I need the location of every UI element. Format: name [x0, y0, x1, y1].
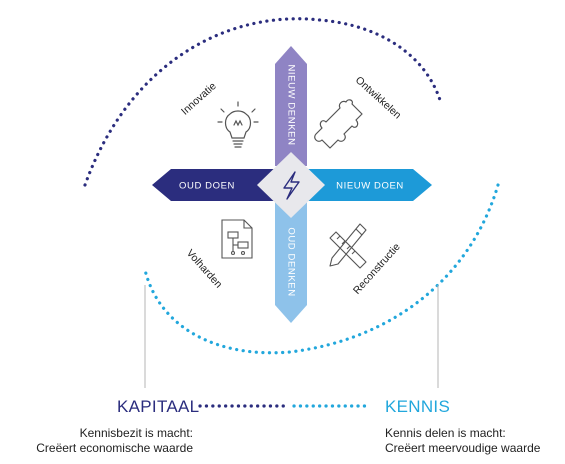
- label-reconstructie: Reconstructie: [351, 241, 403, 297]
- lightbulb-icon: [217, 101, 259, 148]
- center-diamond: [257, 152, 325, 218]
- arrow-nieuw-denken: [275, 46, 307, 166]
- label-nieuw-doen: NIEUW DOEN: [336, 181, 404, 192]
- legend-desc-kapitaal: Kennisbezit is macht: Creëert economisch…: [8, 426, 193, 456]
- label-nieuw-denken: NIEUW DENKEN: [285, 64, 296, 145]
- label-ontwikkelen: Ontwikkelen: [353, 74, 404, 121]
- arrow-oud-doen: [152, 169, 275, 201]
- label-volharden: Volharden: [184, 247, 225, 290]
- ruler-pencil-icon: [329, 223, 367, 269]
- legend-desc-kennis-line2: Creëert meervoudige waarde: [385, 441, 541, 455]
- puzzle-piece-icon: [314, 99, 363, 149]
- legend-title-kennis: KENNIS: [385, 397, 451, 416]
- arrow-oud-denken: [275, 202, 307, 323]
- legend-desc-kennis: Kennis delen is macht: Creëert meervoudi…: [385, 426, 563, 456]
- label-oud-doen: OUD DOEN: [179, 181, 235, 192]
- label-oud-denken: OUD DENKEN: [285, 227, 296, 296]
- legend-desc-kapitaal-line2: Creëert economische waarde: [36, 441, 193, 455]
- lightning-bolt-icon: [283, 171, 300, 200]
- flowchart-document-icon: [221, 219, 253, 259]
- legend-title-kapitaal: KAPITAAL: [117, 397, 200, 416]
- legend-desc-kennis-line1: Kennis delen is macht:: [385, 426, 506, 440]
- top-dotted-arc: [83, 17, 442, 187]
- label-innovatie: Innovatie: [179, 80, 219, 118]
- arrow-nieuw-doen: [307, 169, 432, 201]
- legend-desc-kapitaal-line1: Kennisbezit is macht:: [79, 426, 193, 440]
